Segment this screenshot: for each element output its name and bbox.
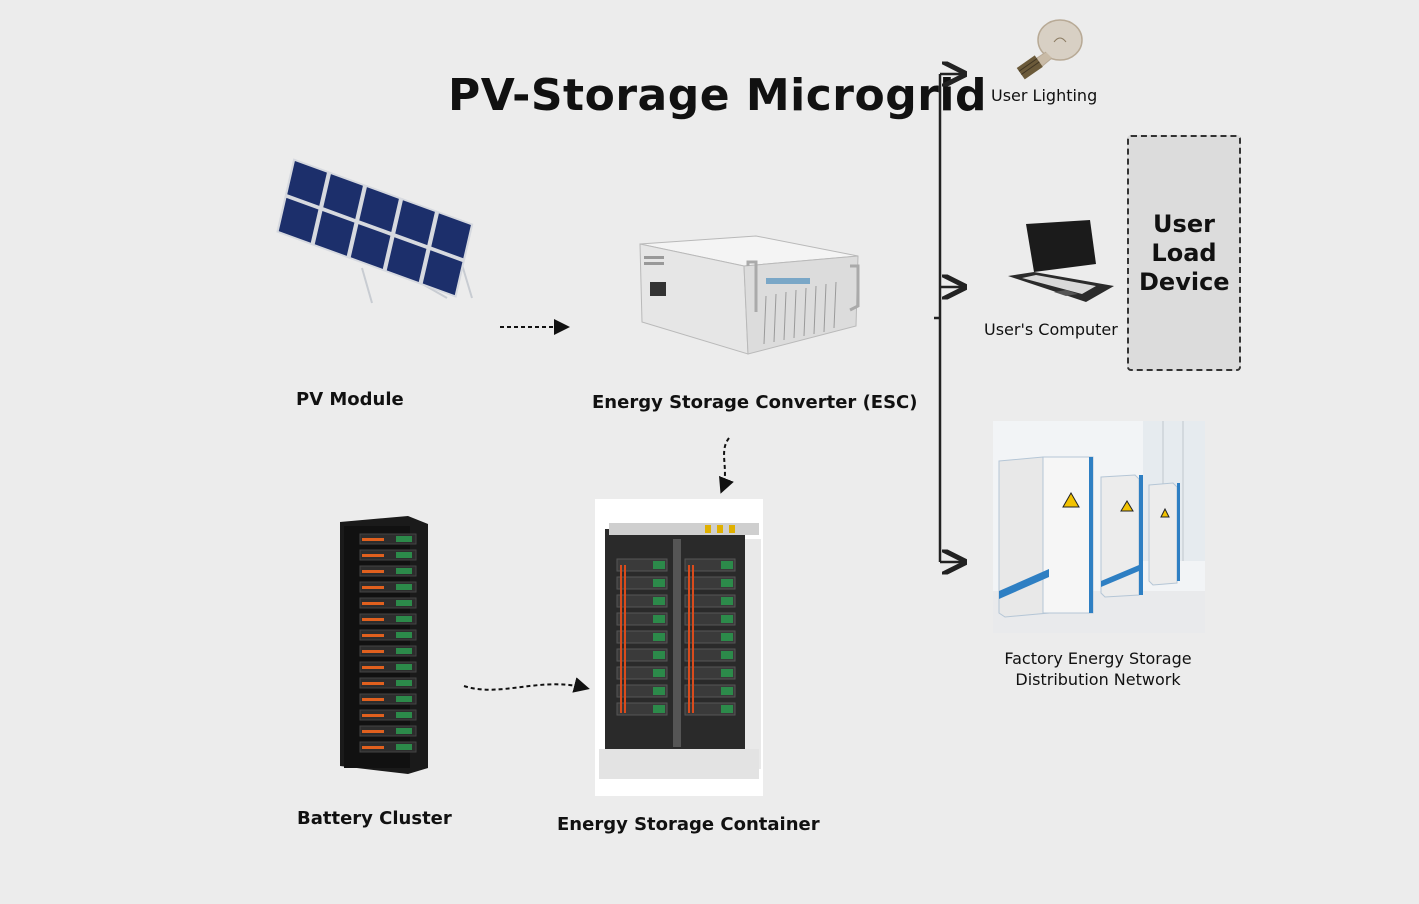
user-lighting-label: User Lighting: [991, 86, 1098, 105]
laptop-icon: [1008, 220, 1114, 302]
energy-storage-container-label: Energy Storage Container: [557, 814, 820, 835]
battery-cluster-image: [340, 516, 428, 774]
user-load-device-box: User Load Device: [1127, 135, 1241, 371]
esc-label: Energy Storage Converter (ESC): [592, 392, 918, 413]
energy-storage-container-image: [595, 499, 763, 796]
factory-network-label: Factory Energy Storage Distribution Netw…: [990, 648, 1206, 690]
light-bulb-icon: [1016, 19, 1083, 80]
users-computer-label: User's Computer: [984, 320, 1118, 339]
pv-module-image: [276, 158, 474, 304]
diagram-title: PV-Storage Microgrid: [448, 70, 988, 121]
factory-network-label-line1: Factory Energy Storage: [1004, 649, 1192, 668]
battery-cluster-label: Battery Cluster: [297, 808, 452, 829]
factory-storage-cabinets-image: [993, 421, 1205, 633]
pv-module-label: PV Module: [296, 389, 404, 410]
user-load-device-label: User Load Device: [1139, 209, 1230, 296]
factory-network-label-line2: Distribution Network: [1015, 670, 1181, 689]
esc-image: [639, 235, 860, 355]
